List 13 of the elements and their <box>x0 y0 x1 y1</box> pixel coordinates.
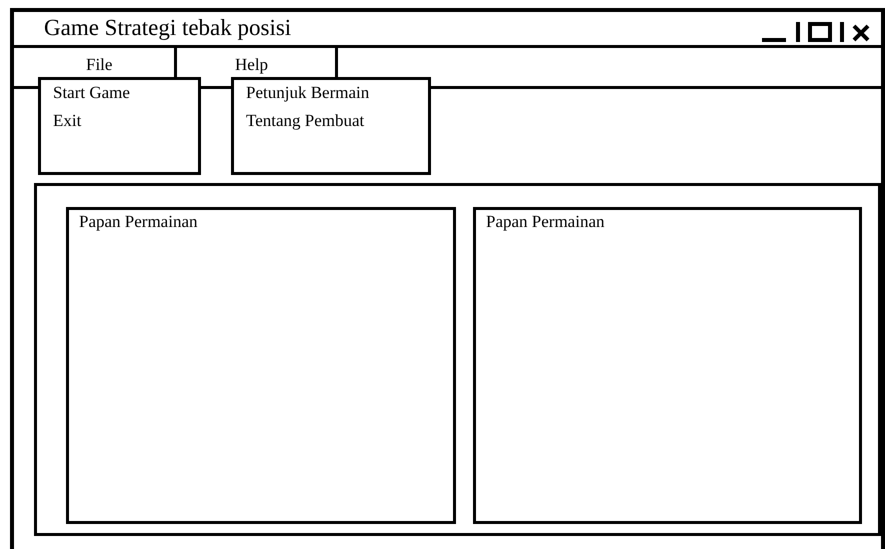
dropdown-menu <box>38 77 201 175</box>
menu-item: Start Game <box>53 84 130 103</box>
menu-item: Tentang Pembuat <box>246 112 364 131</box>
board-title: Papan Permainan <box>486 213 604 232</box>
menu-item: Petunjuk Bermain <box>246 84 370 103</box>
menu-item: Exit <box>53 112 82 131</box>
game-board <box>473 207 862 524</box>
content-panel <box>34 183 881 536</box>
dropdown-menu <box>231 77 431 175</box>
app-window <box>10 8 885 549</box>
game-board <box>66 207 456 524</box>
board-title: Papan Permainan <box>79 213 198 232</box>
window-title: Game Strategi tebak posisi <box>44 15 292 40</box>
